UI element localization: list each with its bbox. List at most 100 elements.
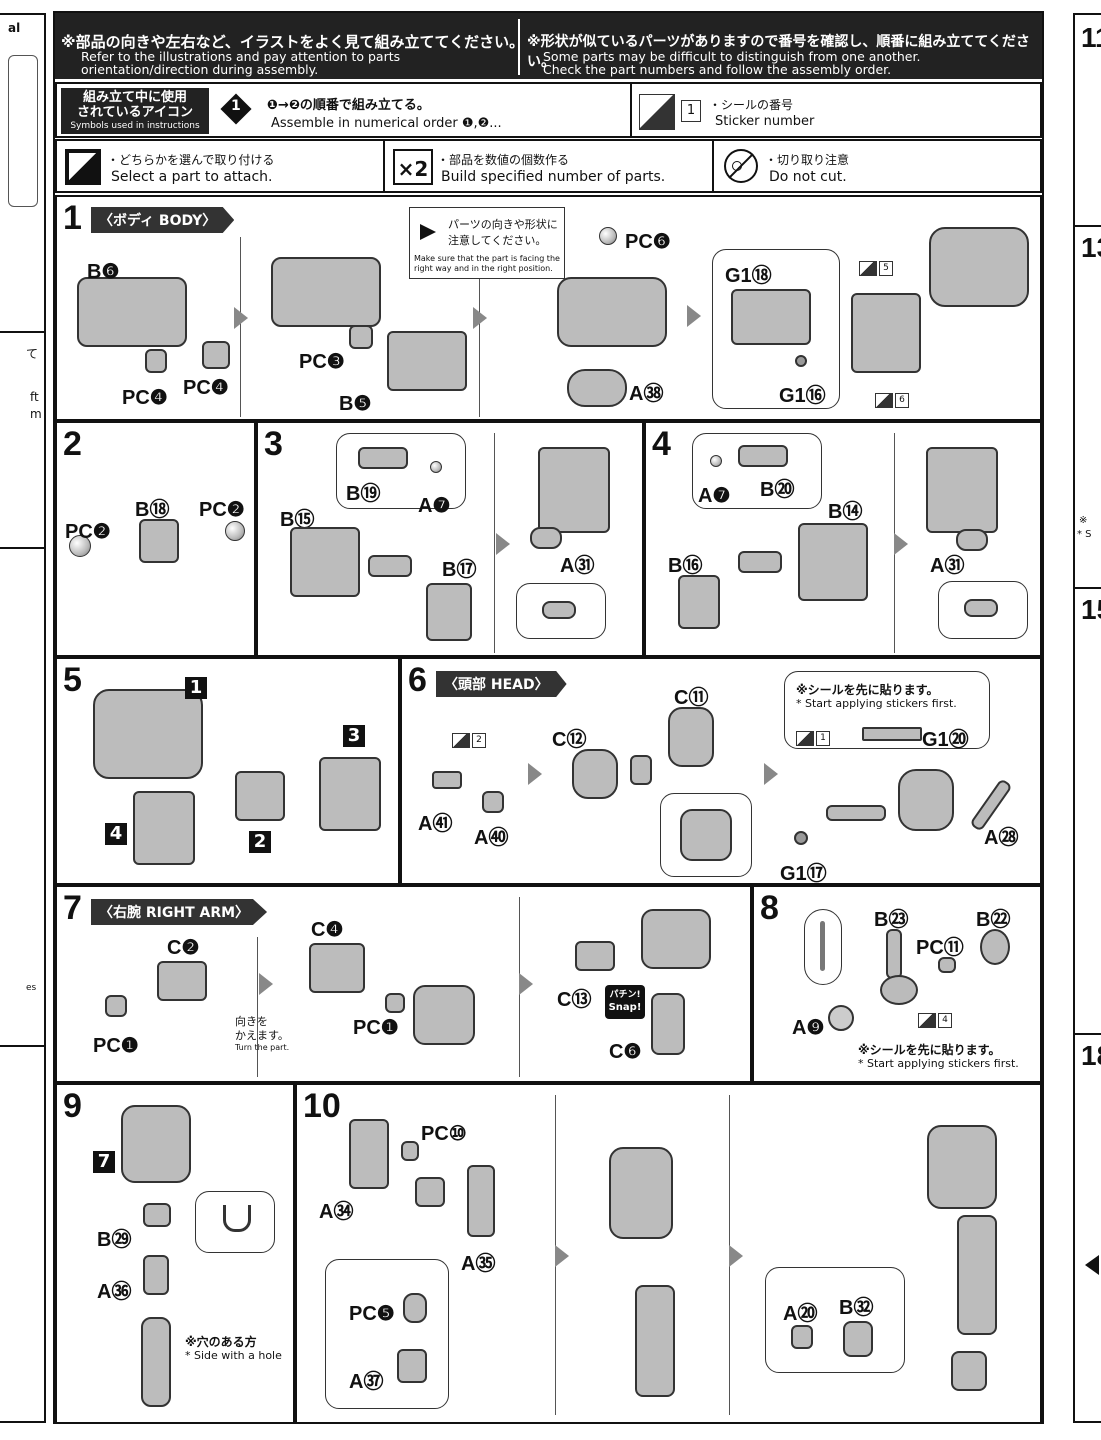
part-label: G1⑳ [922, 729, 969, 751]
part-label: B⑯ [668, 555, 703, 577]
step-number: 18 [1081, 1040, 1101, 1071]
sidebar-frame [8, 55, 38, 207]
sticker-note-en: * Start applying stickers first. [858, 1057, 1019, 1070]
icons-legend-row2: ・どちらかを選んで取り付ける Select a part to attach. … [55, 139, 1042, 193]
part-a31-detail [542, 601, 576, 619]
part-label: C❹ [311, 919, 344, 941]
u-clip-detail [223, 1205, 251, 1232]
sidebar-text: m [30, 407, 42, 421]
part-pc2 [225, 521, 245, 541]
part-b16 [678, 575, 720, 629]
sticker-number: 1 [816, 731, 830, 746]
legend-divider [630, 84, 632, 136]
part-label: B㉒ [976, 909, 1011, 931]
part-label: A㊱ [97, 1281, 132, 1303]
sidebar-divider [1075, 587, 1101, 589]
part-label: G1⑰ [780, 863, 827, 885]
part-a38 [567, 369, 627, 407]
nocut-en: Do not cut. [769, 169, 847, 185]
part-label: A㉛ [560, 555, 595, 577]
part-label: B⑳ [760, 479, 795, 501]
forearm-assembly [635, 1285, 675, 1397]
part-label: A㊲ [349, 1371, 384, 1393]
legend-divider [383, 141, 385, 191]
part-a36 [143, 1255, 169, 1295]
part-pc3 [349, 325, 373, 349]
part-label: A㉟ [461, 1253, 496, 1275]
step-number: 3 [264, 425, 283, 463]
part-label: B⑰ [442, 559, 477, 581]
part-label: B⑭ [828, 501, 863, 523]
note-en: Make sure that the part is facing the [414, 254, 560, 263]
leg-block [926, 447, 998, 533]
sticker-ref: 2 [452, 733, 486, 748]
sticker-en: Sticker number [715, 114, 815, 129]
sidebar-note: * S [1077, 529, 1092, 540]
sticker-number-box: 1 [681, 100, 701, 122]
part-a37 [397, 1349, 427, 1383]
arrow-icon [894, 533, 908, 555]
sticker-icon [452, 733, 470, 748]
sticker-ref: 5 [859, 261, 893, 276]
order-jp: ❶→❷の順番で組み立てる。 [267, 98, 430, 113]
step-ref-badge: 4 [105, 823, 127, 845]
v-fin-part [862, 727, 922, 741]
sticker-number: 2 [472, 733, 486, 748]
icons-legend-row1: 組み立て中に使用 されているアイコン Symbols used in instr… [55, 82, 1042, 138]
part-b22 [980, 929, 1010, 965]
snap-jp: パチン! [609, 990, 641, 1000]
part-pc6 [599, 227, 617, 245]
detail-bubble [336, 433, 466, 509]
part-label: PC⑪ [916, 937, 964, 959]
step-title: 〈右腕 RIGHT ARM〉 [91, 899, 268, 925]
part-label: PC⑩ [421, 1123, 467, 1145]
right-adjacent-page: 11 13 ※ * S 15 18 [1073, 13, 1101, 1423]
part-label: B❺ [339, 393, 372, 415]
part-label: A㉘ [984, 827, 1019, 849]
part-label: A㊶ [418, 813, 453, 835]
sticker-number: 6 [895, 393, 909, 408]
step-ref-badge: 1 [185, 677, 207, 699]
part-label: PC❺ [349, 1303, 395, 1325]
forearm-joint [415, 1177, 445, 1207]
sidebar-note: ※ [1079, 515, 1088, 526]
part-label: C⑬ [557, 989, 592, 1011]
part-label: PC❻ [625, 231, 671, 253]
note-jp: パーツの向きや形状に [448, 218, 558, 231]
turn-note-jp: 向きを [235, 1015, 268, 1028]
forearm-assembly [957, 1215, 997, 1335]
snap-badge: パチン! Snap! [605, 985, 645, 1019]
part-pc1 [385, 993, 405, 1013]
step-number: 11 [1081, 22, 1101, 53]
disc-edge-detail [820, 921, 825, 971]
arrow-icon [473, 307, 487, 329]
header-banner: ※部品の向きや左右など、イラストをよく見て組み立ててください。 Refer to… [55, 13, 1042, 79]
sticker-icon [639, 94, 675, 130]
arm-assembly [609, 1147, 673, 1239]
part-g1-16 [795, 355, 807, 367]
step-title: 〈ボディ BODY〉 [91, 207, 235, 233]
turn-note-en: Turn the part. [235, 1043, 290, 1052]
header-left-en1: Refer to the illustrations and pay atten… [81, 49, 401, 64]
part-a31 [530, 527, 562, 549]
body-frame-part [271, 257, 381, 327]
left-adjacent-page: al て ft m es [0, 13, 46, 1423]
sidebar-divider [1075, 225, 1101, 227]
part-pc10 [401, 1141, 419, 1161]
part-a7 [430, 461, 442, 473]
waist-joint [235, 771, 285, 821]
step-9-section: 9 7 B㉙ A㊱ ※穴のある方 * Side with a hole [55, 1083, 295, 1424]
body-frame-part [77, 277, 187, 347]
step-3-section: 3 B⑲ A❼ B⑮ B⑰ A㉛ [256, 421, 644, 657]
part-label: A㉞ [319, 1201, 354, 1223]
sidebar-divider [0, 1045, 46, 1047]
part-label: PC❹ [183, 377, 229, 399]
multi-en: Build specified number of parts. [441, 169, 666, 185]
step-number: 5 [63, 661, 82, 699]
part-label: G1⑱ [725, 265, 772, 287]
part-label: PC❸ [299, 351, 345, 373]
torso-part [929, 227, 1029, 307]
arrow-icon [687, 305, 701, 327]
shoulder-armor [641, 909, 711, 969]
note-jp: 注意してください。 [448, 234, 547, 247]
